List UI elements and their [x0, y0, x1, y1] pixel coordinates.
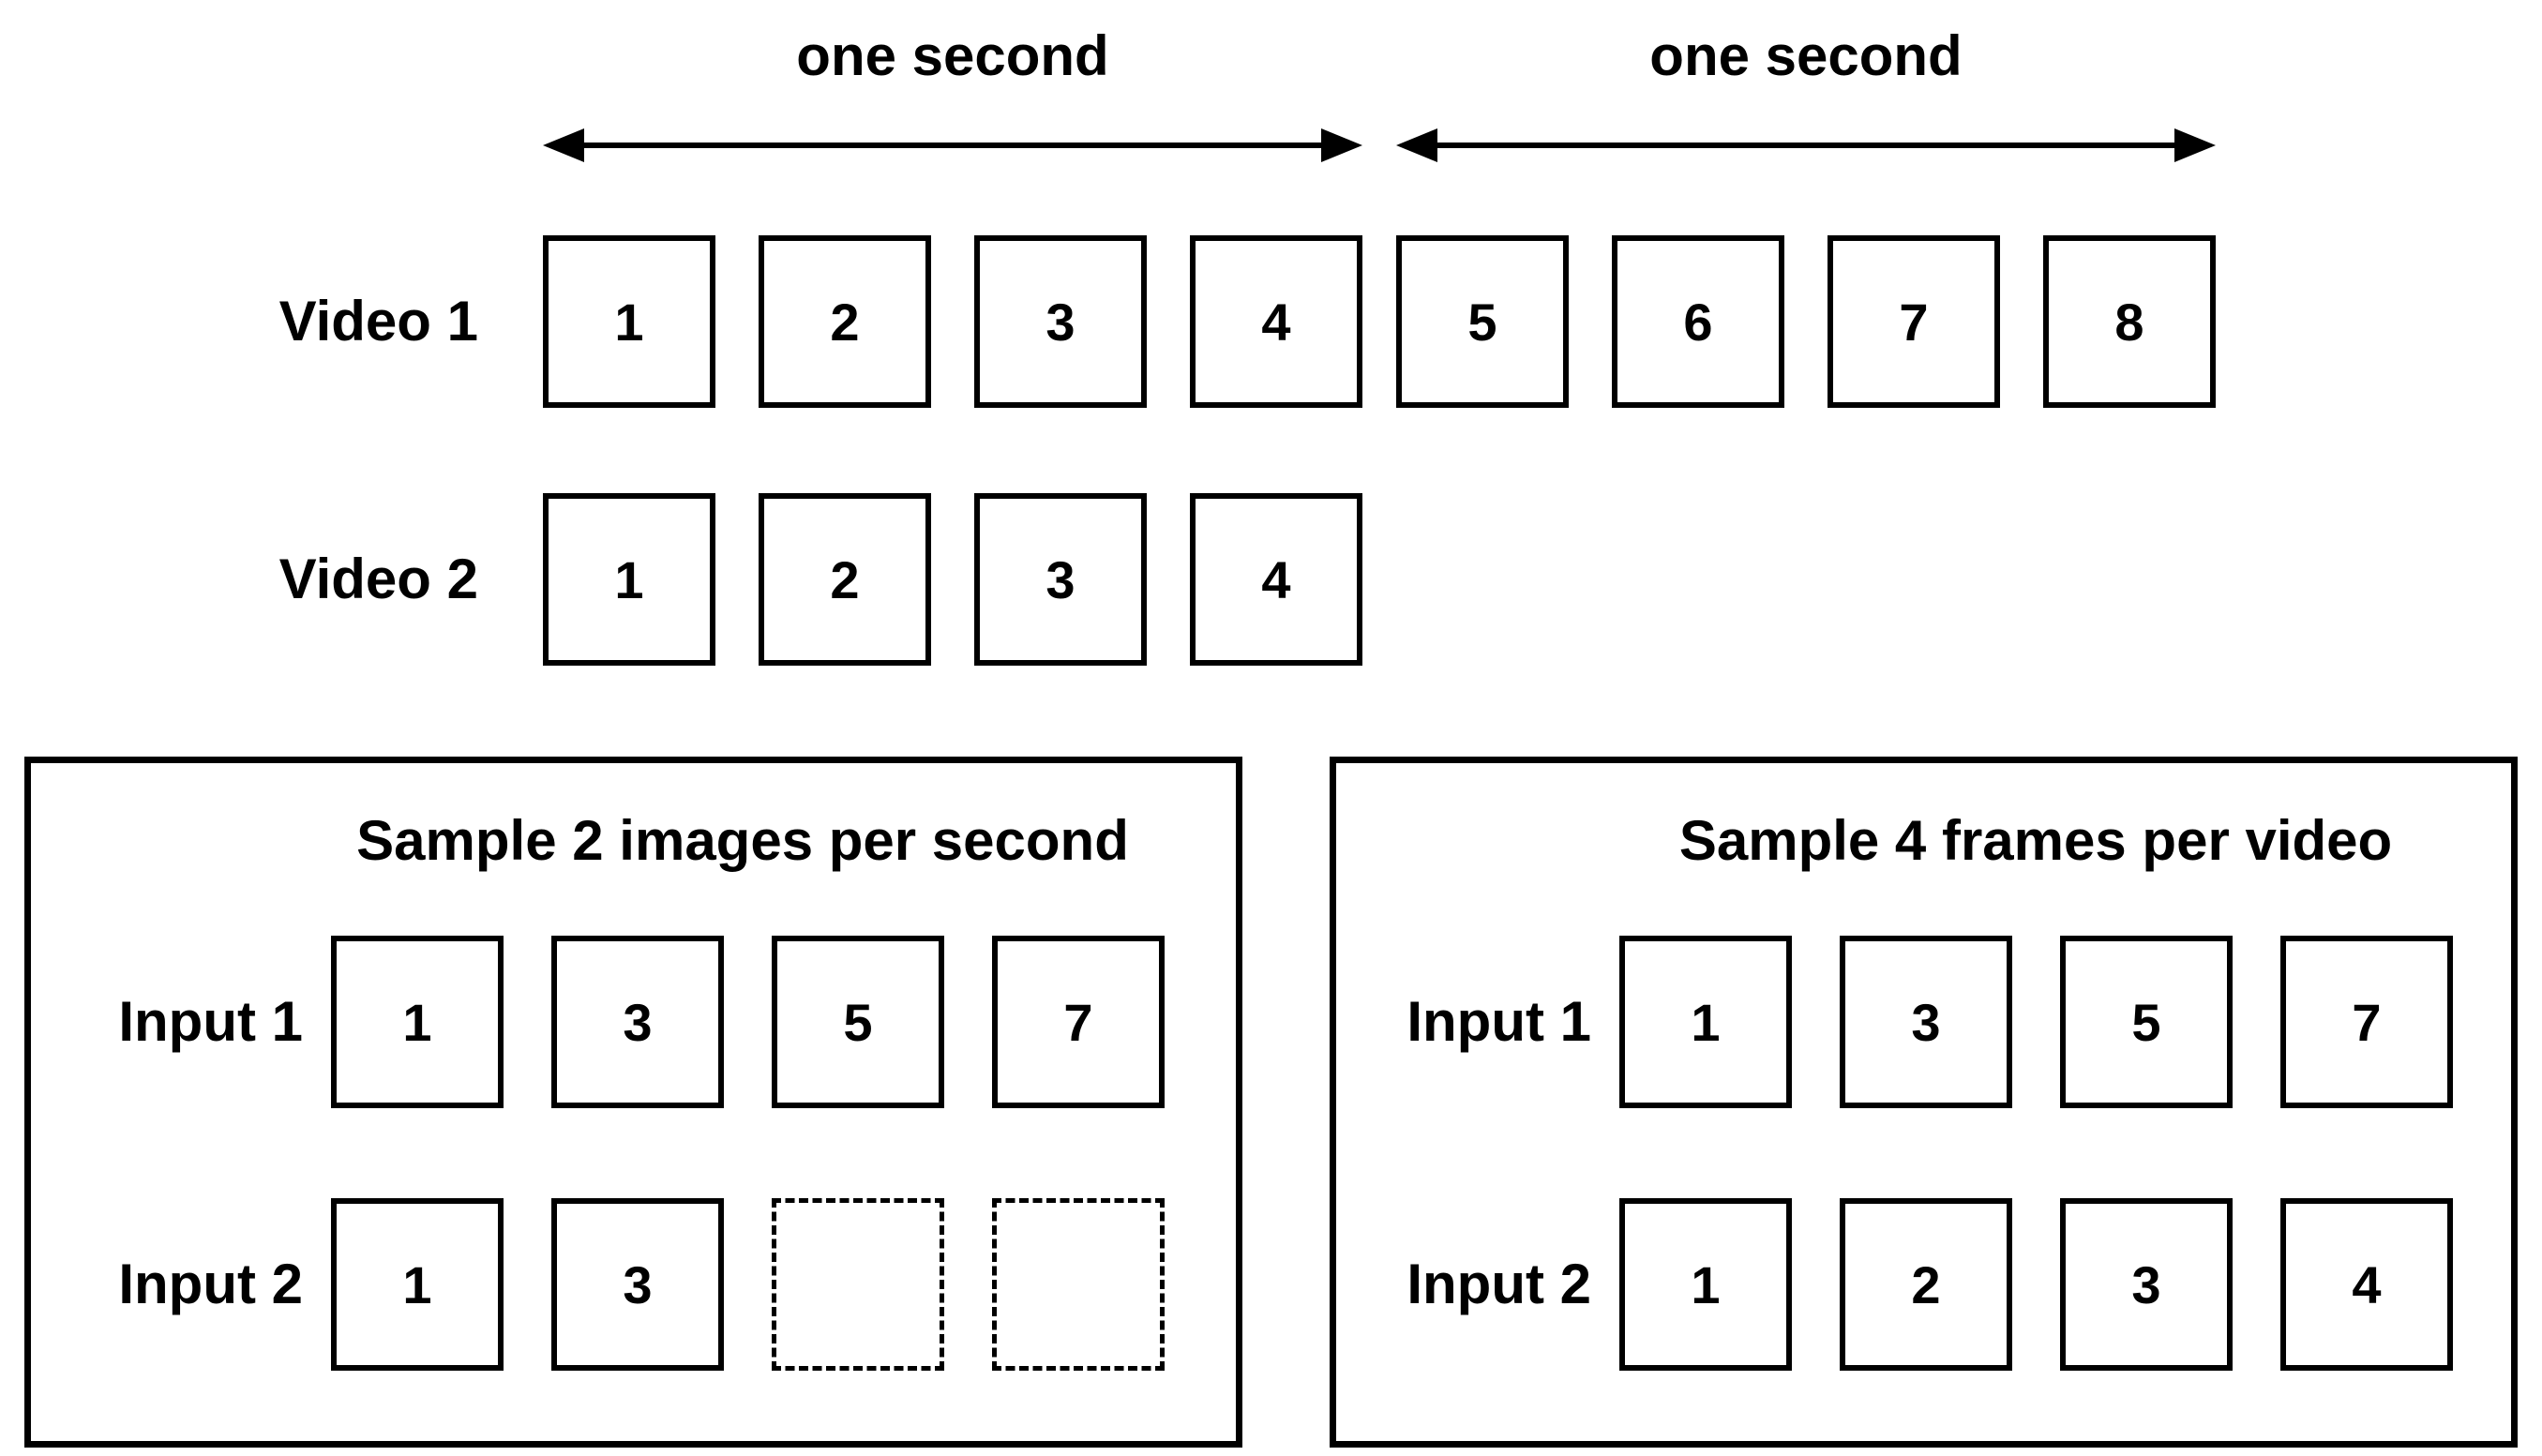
one-second-label-2: one second [1649, 24, 1963, 87]
panel-sample-4-frames-per-video: Sample 4 frames per video Input 1 1 3 5 … [1330, 757, 2518, 1448]
panel1-input1-frame-3: 5 [772, 936, 944, 1108]
panel-1-title: Sample 2 images per second [356, 809, 1129, 872]
arrowhead-right-icon [2174, 128, 2216, 162]
panel-2-title: Sample 4 frames per video [1678, 809, 2393, 872]
panel1-input1-frame-1: 1 [331, 936, 504, 1108]
video1-frame-4: 4 [1190, 235, 1362, 408]
panel1-input2-frame-1: 1 [331, 1198, 504, 1371]
panel1-input1-frame-4: 7 [992, 936, 1165, 1108]
video1-frame-6: 6 [1612, 235, 1784, 408]
video2-frame-3: 3 [974, 493, 1147, 666]
panel1-input2-empty-frame-2 [992, 1198, 1165, 1371]
video1-frame-1: 1 [543, 235, 715, 408]
panel1-input1-frame-2: 3 [551, 936, 724, 1108]
panel1-input2-frame-2: 3 [551, 1198, 724, 1371]
video1-frame-8: 8 [2043, 235, 2216, 408]
panel2-input1-frame-2: 3 [1840, 936, 2012, 1108]
panel2-input2-frame-2: 2 [1840, 1198, 2012, 1371]
panel2-input2-frame-4: 4 [2280, 1198, 2453, 1371]
arrow-shaft [571, 143, 1334, 148]
panel-1-input-2-label: Input 2 [118, 1253, 303, 1315]
video1-frame-3: 3 [974, 235, 1147, 408]
video1-frame-7: 7 [1828, 235, 2000, 408]
panel-1-input-1-label: Input 1 [118, 990, 303, 1053]
one-second-arrow-2 [1396, 128, 2216, 162]
one-second-arrow-1 [543, 128, 1362, 162]
video2-frame-4: 4 [1190, 493, 1362, 666]
video2-frame-1: 1 [543, 493, 715, 666]
arrow-shaft [1424, 143, 2188, 148]
panel1-input2-empty-frame-1 [772, 1198, 944, 1371]
arrowhead-right-icon [1321, 128, 1362, 162]
panel2-input1-frame-1: 1 [1619, 936, 1792, 1108]
panel2-input2-frame-3: 3 [2060, 1198, 2233, 1371]
panel-2-input-1-label: Input 1 [1406, 990, 1591, 1053]
video-1-label: Video 1 [278, 290, 478, 353]
video1-frame-2: 2 [759, 235, 931, 408]
panel-2-input-2-label: Input 2 [1406, 1253, 1591, 1315]
video-2-label: Video 2 [278, 548, 478, 610]
panel2-input2-frame-1: 1 [1619, 1198, 1792, 1371]
video1-frame-5: 5 [1396, 235, 1569, 408]
one-second-label-1: one second [796, 24, 1109, 87]
panel2-input1-frame-4: 7 [2280, 936, 2453, 1108]
video2-frame-2: 2 [759, 493, 931, 666]
panel2-input1-frame-3: 5 [2060, 936, 2233, 1108]
panel-sample-2-images-per-second: Sample 2 images per second Input 1 1 3 5… [24, 757, 1242, 1448]
